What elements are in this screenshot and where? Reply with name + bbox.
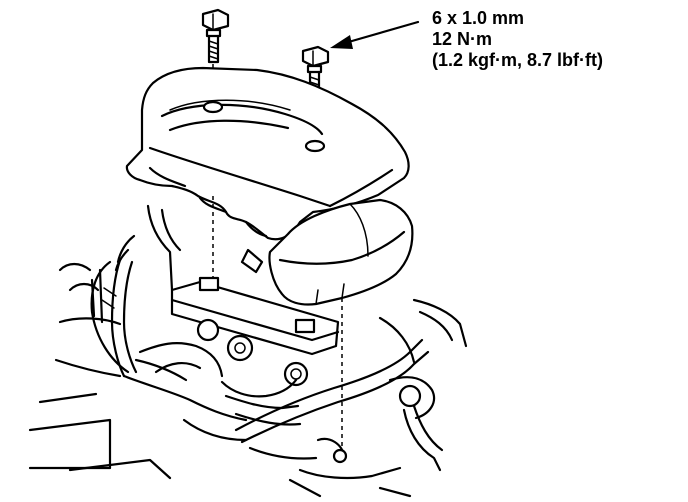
bolt-size-label: 6 x 1.0 mm — [432, 8, 525, 28]
engine-cover — [125, 66, 410, 241]
torque-nm-label: 12 N·m — [432, 29, 493, 49]
intake-duct — [268, 198, 414, 306]
callout-arrow — [330, 20, 420, 49]
bolt-left — [201, 8, 230, 64]
torque-spec-callout: 6 x 1.0 mm 12 N·m (1.2 kgf·m, 8.7 lbf·ft… — [432, 8, 603, 71]
fuel-rail — [170, 276, 340, 387]
engine-body — [28, 204, 468, 498]
torque-alt-units-label: (1.2 kgf·m, 8.7 lbf·ft) — [432, 50, 604, 70]
